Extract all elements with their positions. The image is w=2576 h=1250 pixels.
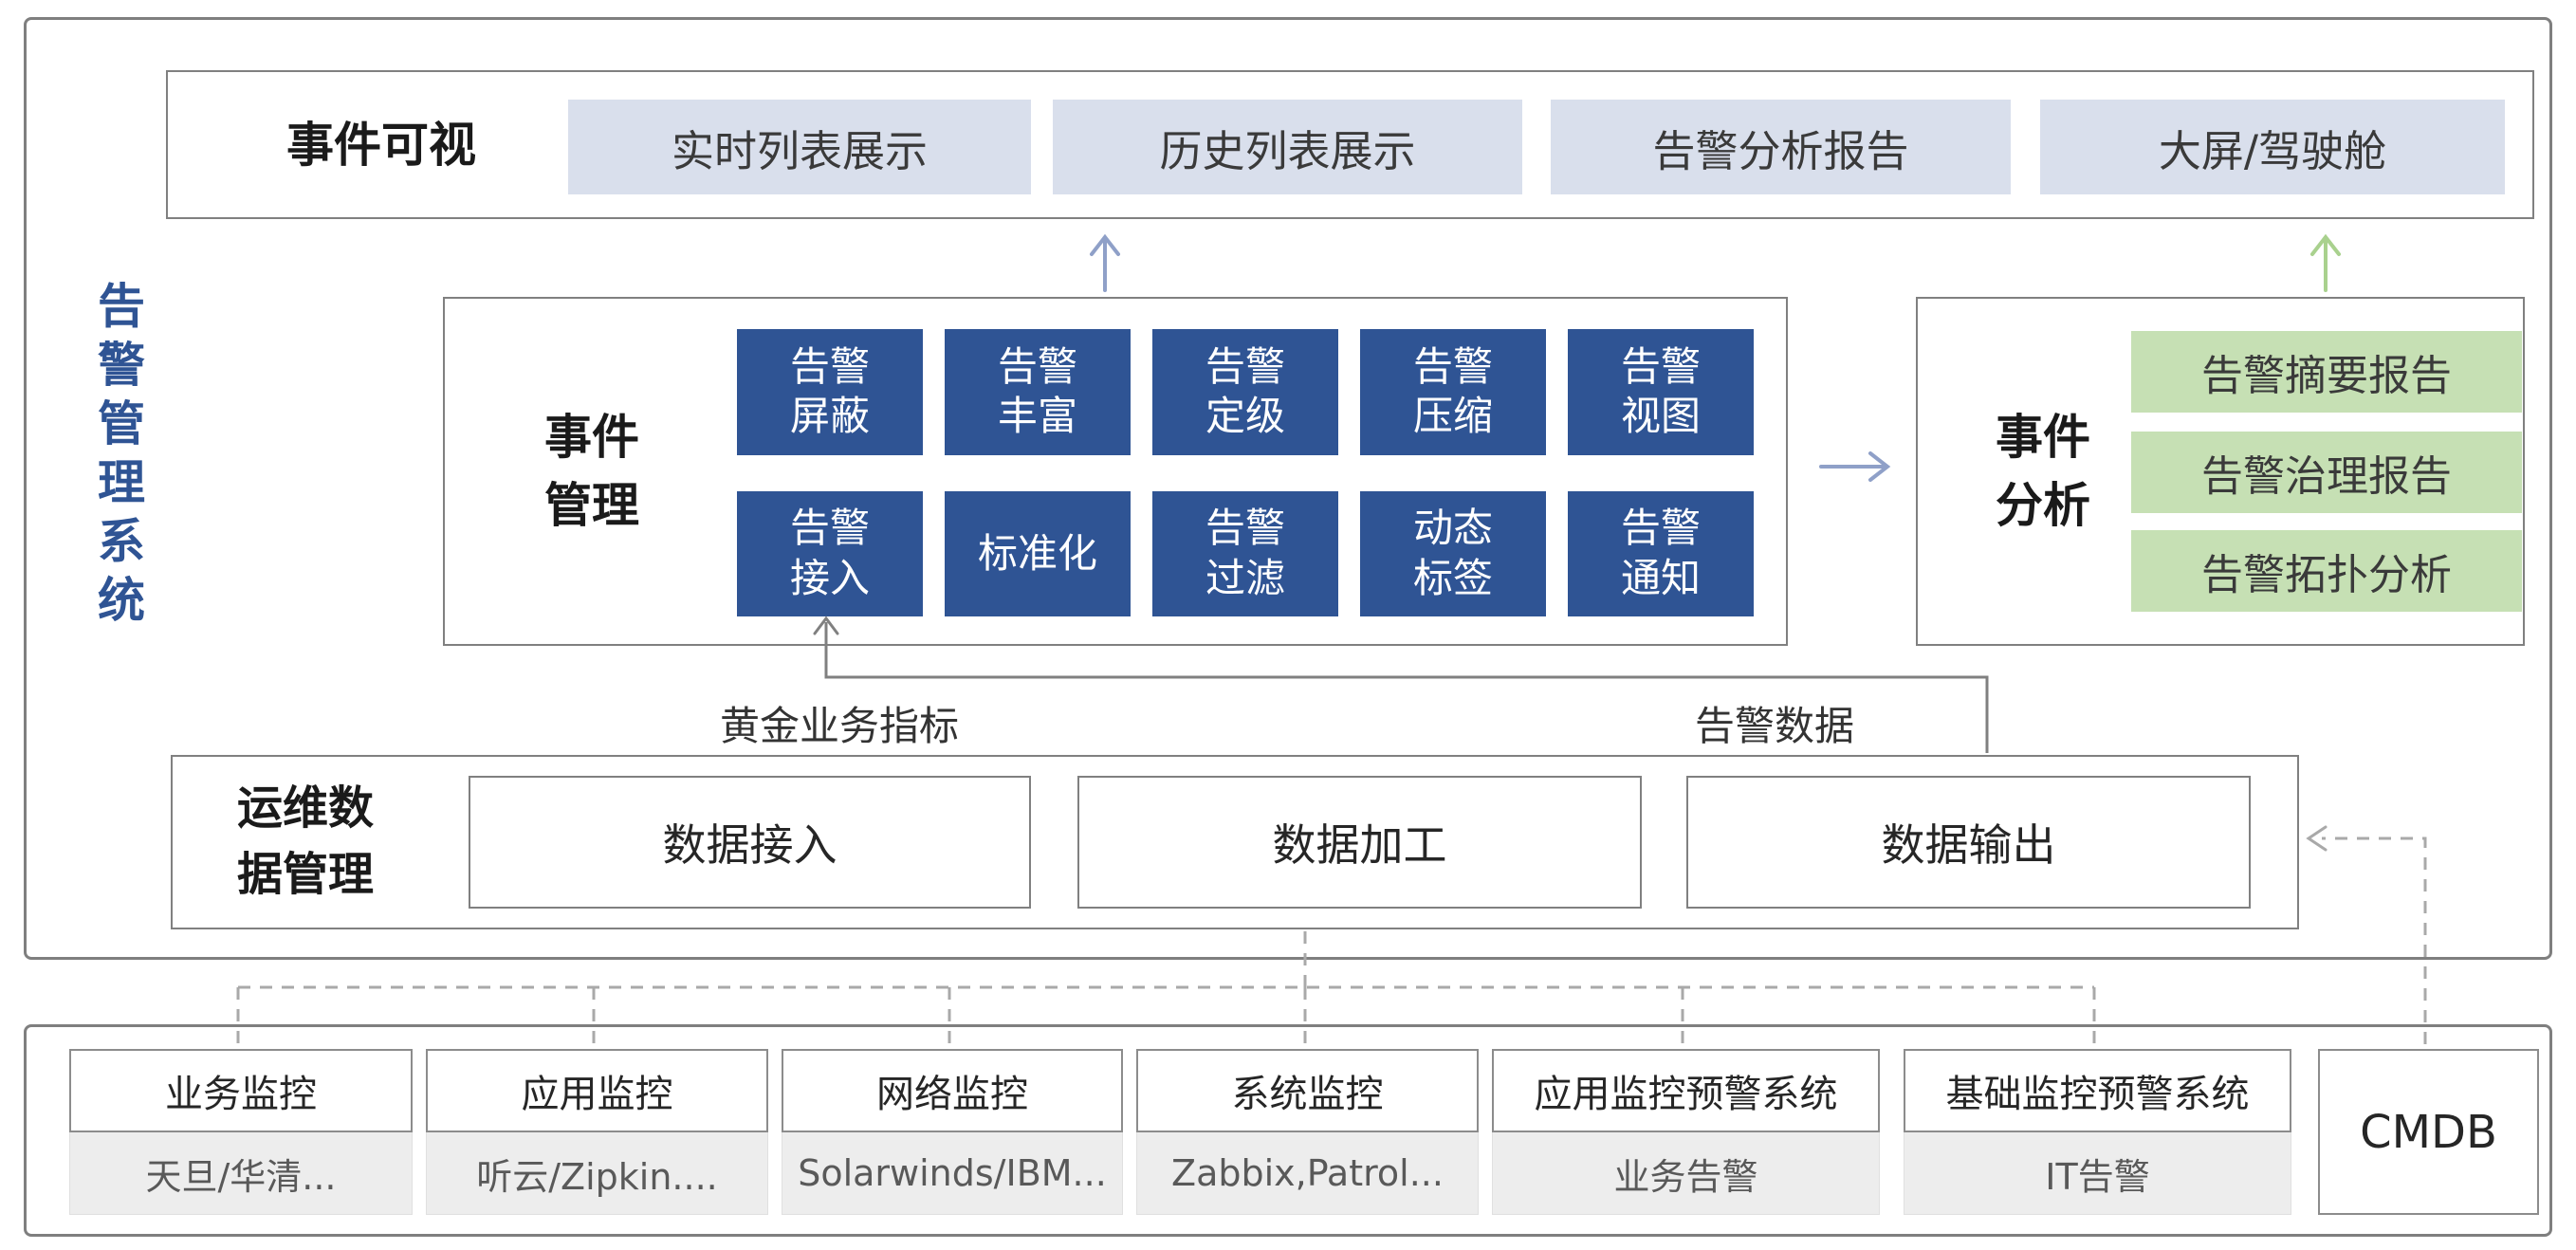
source-subtitle: 听云/Zipkin.... [426, 1132, 768, 1215]
source-box-infra-alert-system: 基础监控预警系统 IT告警 [1904, 1049, 2291, 1215]
viz-item-analysis-report: 告警分析报告 [1551, 100, 2011, 194]
feature-alert-notify: 告警 通知 [1568, 490, 1754, 616]
dm-item-data-process: 数据加工 [1077, 776, 1642, 909]
feature-standardize: 标准化 [945, 490, 1131, 616]
feature-alert-filter: 告警 过滤 [1152, 490, 1338, 616]
analysis-item-topology-analysis: 告警拓扑分析 [2131, 530, 2522, 612]
source-subtitle: 业务告警 [1492, 1132, 1880, 1215]
feature-alert-ingest: 告警 接入 [737, 490, 923, 616]
event-analysis-box: 事件 分析 告警摘要报告 告警治理报告 告警拓扑分析 [1916, 297, 2525, 646]
feature-alert-compress: 告警 压缩 [1360, 329, 1546, 455]
event-management-box: 事件 管理 告警 屏蔽 告警 丰富 告警 定级 告警 压缩 告警 视图 告警 接… [443, 297, 1788, 646]
dm-item-data-output: 数据输出 [1686, 776, 2251, 909]
event-management-label: 事件 管理 [544, 409, 639, 534]
management-feature-grid: 告警 屏蔽 告警 丰富 告警 定级 告警 压缩 告警 视图 告警 接入 标准化 … [737, 329, 1754, 616]
source-title: 系统监控 [1136, 1049, 1479, 1132]
data-management-box: 运维数 据管理 数据接入 数据加工 数据输出 [171, 755, 2299, 929]
viz-item-history-list: 历史列表展示 [1053, 100, 1522, 194]
source-title: 业务监控 [69, 1049, 413, 1132]
source-subtitle: 天旦/华清... [69, 1132, 413, 1215]
cmdb-box: CMDB [2318, 1049, 2539, 1215]
system-title: 告警管理系统 [90, 281, 145, 634]
source-box-app-monitoring: 应用监控 听云/Zipkin.... [426, 1049, 768, 1215]
feature-alert-grading: 告警 定级 [1152, 329, 1338, 455]
event-visualization-label: 事件可视 [286, 118, 476, 174]
feature-alert-shield: 告警 屏蔽 [737, 329, 923, 455]
source-title: 应用监控 [426, 1049, 768, 1132]
feature-dynamic-tags: 动态 标签 [1360, 490, 1546, 616]
analysis-item-governance-report: 告警治理报告 [2131, 432, 2522, 513]
event-analysis-label: 事件 分析 [1996, 409, 2090, 534]
source-subtitle: Zabbix,Patrol... [1136, 1132, 1479, 1215]
viz-item-dashboard: 大屏/驾驶舱 [2040, 100, 2505, 194]
source-subtitle: IT告警 [1904, 1132, 2291, 1215]
dm-item-data-ingest: 数据接入 [469, 776, 1031, 909]
data-management-label: 运维数 据管理 [236, 781, 374, 901]
source-title: 应用监控预警系统 [1492, 1049, 1880, 1132]
source-subtitle: Solarwinds/IBM... [782, 1132, 1123, 1215]
event-visualization-section: 事件可视 实时列表展示 历史列表展示 告警分析报告 大屏/驾驶舱 [166, 70, 2534, 219]
viz-item-realtime-list: 实时列表展示 [568, 100, 1031, 194]
feature-alert-enrich: 告警 丰富 [945, 329, 1131, 455]
feature-alert-view: 告警 视图 [1568, 329, 1754, 455]
source-box-network-monitoring: 网络监控 Solarwinds/IBM... [782, 1049, 1123, 1215]
source-box-business-monitoring: 业务监控 天旦/华清... [69, 1049, 413, 1215]
sources-frame: 业务监控 天旦/华清... 应用监控 听云/Zipkin.... 网络监控 So… [24, 1024, 2552, 1237]
golden-metrics-label: 黄金业务指标 [719, 702, 959, 749]
source-title: 网络监控 [782, 1049, 1123, 1132]
source-box-system-monitoring: 系统监控 Zabbix,Patrol... [1136, 1049, 1479, 1215]
alert-data-label: 告警数据 [1694, 702, 1854, 749]
source-box-app-alert-system: 应用监控预警系统 业务告警 [1492, 1049, 1880, 1215]
source-title: 基础监控预警系统 [1904, 1049, 2291, 1132]
analysis-item-summary-report: 告警摘要报告 [2131, 331, 2522, 413]
